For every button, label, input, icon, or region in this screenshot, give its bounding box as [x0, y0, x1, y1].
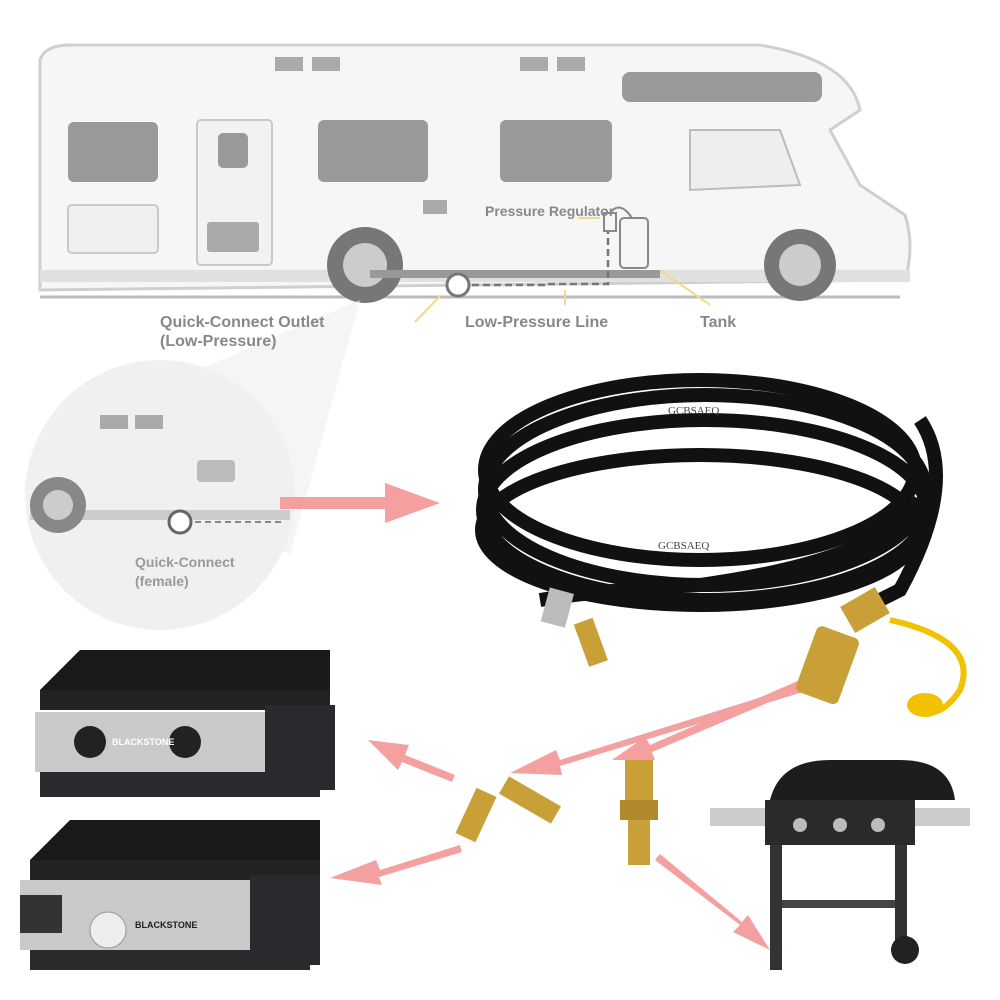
rv-illustration: [38, 43, 912, 323]
label-pressure-regulator: Pressure Regulator: [485, 203, 615, 219]
gas-grill: [710, 760, 970, 970]
griddle-1-brand-logo: BLACKSTONE: [112, 737, 175, 747]
label-quick-connect-female-sub: (female): [135, 573, 189, 589]
zoom-inset-illustration: [25, 300, 360, 630]
label-tank: Tank: [700, 314, 737, 331]
propane-hose: [475, 373, 943, 612]
hose-watermark-2: GCBSAEQ: [658, 540, 710, 552]
label-quick-connect-outlet-sub: (Low-Pressure): [160, 333, 277, 350]
arrow-to-hose: [280, 483, 440, 523]
griddle-1: [35, 650, 335, 797]
label-quick-connect-female: Quick-Connect: [135, 554, 235, 570]
arrows: [280, 483, 805, 950]
arrow-to-grill: [655, 854, 770, 950]
arrow-to-adapter: [612, 680, 805, 760]
label-low-pressure-line: Low-Pressure Line: [465, 314, 609, 331]
griddle-2-brand-logo: BLACKSTONE: [135, 920, 198, 930]
arrow-to-griddle-1: [368, 740, 455, 782]
fittings: [455, 760, 658, 865]
label-quick-connect-outlet: Quick-Connect Outlet: [160, 314, 325, 331]
hose-watermark: GCBSAEQ: [668, 405, 720, 417]
griddle-2: [20, 820, 320, 970]
arrow-to-elbow: [510, 685, 803, 775]
arrow-to-griddle-2: [330, 845, 462, 885]
